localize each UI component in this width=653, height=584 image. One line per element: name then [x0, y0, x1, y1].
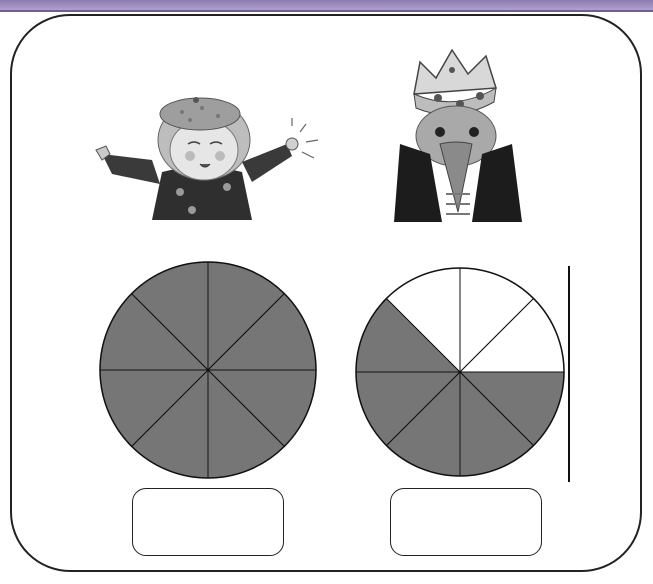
right-fraction-pie	[350, 262, 570, 482]
girl-illustration	[92, 92, 332, 222]
scan-edge-line	[568, 266, 570, 482]
crowned-bird-illustration	[390, 44, 530, 222]
answer-box-right[interactable]	[390, 488, 542, 556]
left-fraction-pie	[92, 254, 324, 486]
header-band	[0, 0, 653, 12]
answer-box-left[interactable]	[132, 488, 284, 556]
left-pie-slices	[100, 262, 316, 478]
right-pie-slices	[356, 268, 564, 476]
